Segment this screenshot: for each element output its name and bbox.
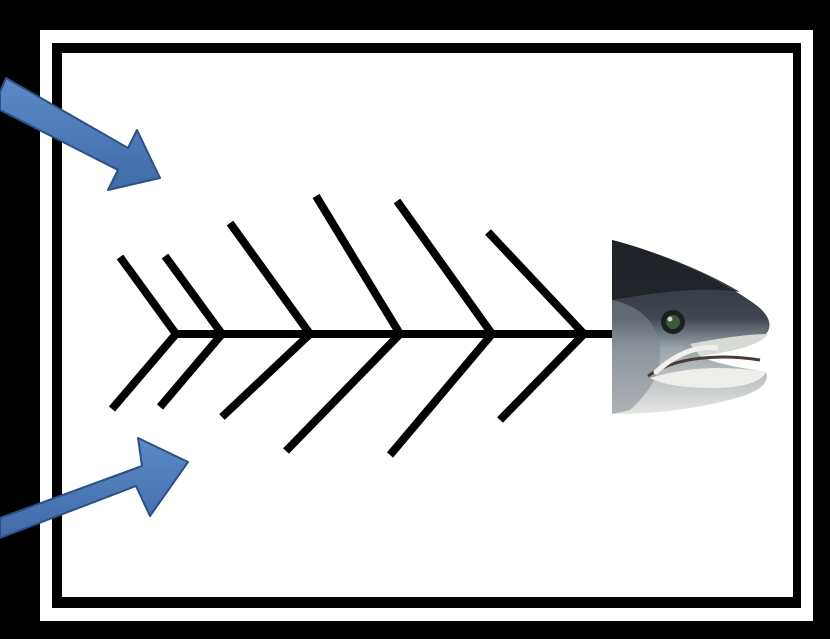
- rib-upper-4: [312, 193, 404, 337]
- rib-upper-5: [393, 198, 496, 337]
- fish-head-icon: [612, 240, 770, 414]
- upper-ribs: [116, 193, 587, 337]
- upper-arrow-icon: [0, 77, 161, 191]
- lower-ribs: [108, 331, 587, 458]
- rib-lower-4: [283, 331, 403, 454]
- rib-lower-3: [219, 331, 313, 420]
- rib-lower-5: [386, 331, 496, 458]
- rib-lower-1: [108, 331, 180, 412]
- rib-lower-2: [156, 331, 226, 410]
- rib-upper-3: [226, 220, 314, 337]
- rib-upper-6: [485, 229, 587, 337]
- lower-arrow-icon: [0, 437, 189, 539]
- rib-lower-6: [497, 331, 587, 423]
- rib-upper-2: [161, 253, 226, 337]
- rib-upper-1: [116, 254, 180, 337]
